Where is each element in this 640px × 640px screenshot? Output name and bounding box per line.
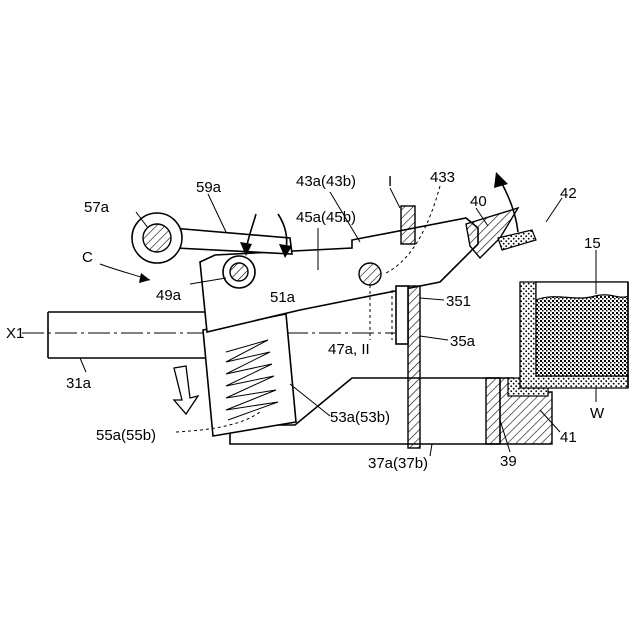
label-42: 42 xyxy=(560,185,577,202)
label-41: 41 xyxy=(560,429,577,446)
roller-57a xyxy=(132,213,182,263)
arrow-c-direction xyxy=(100,264,150,283)
claw-tip-40 xyxy=(466,208,518,258)
arm-59a xyxy=(172,228,292,254)
shaft-31a xyxy=(48,312,212,358)
label-x1: X1 xyxy=(6,325,24,342)
arrow-housing-down xyxy=(174,366,198,414)
block-351 xyxy=(396,286,408,344)
guide-plate-35a xyxy=(408,286,420,448)
label-55a: 55a(55b) xyxy=(96,427,156,444)
label-47a: 47a, II xyxy=(328,341,370,358)
label-59a: 59a xyxy=(196,179,222,196)
label-351: 351 xyxy=(446,293,471,310)
label-57a: 57a xyxy=(84,199,110,216)
label-39: 39 xyxy=(500,453,517,470)
label-35a: 35a xyxy=(450,333,476,350)
label-45a: 45a(45b) xyxy=(296,209,356,226)
label-31a: 31a xyxy=(66,375,92,392)
label-i: I xyxy=(388,173,392,190)
label-49a: 49a xyxy=(156,287,182,304)
label-40: 40 xyxy=(470,193,487,210)
label-43a: 43a(43b) xyxy=(296,173,356,190)
label-51a: 51a xyxy=(270,289,296,306)
label-53a: 53a(53b) xyxy=(330,409,390,426)
label-433: 433 xyxy=(430,169,455,186)
label-c: C xyxy=(82,249,93,266)
roller-49a xyxy=(223,256,255,288)
label-15: 15 xyxy=(584,235,601,252)
label-w: W xyxy=(590,405,605,422)
pivot-pin-47a xyxy=(359,263,381,285)
post-43a xyxy=(401,206,415,244)
label-37a: 37a(37b) xyxy=(368,455,428,472)
